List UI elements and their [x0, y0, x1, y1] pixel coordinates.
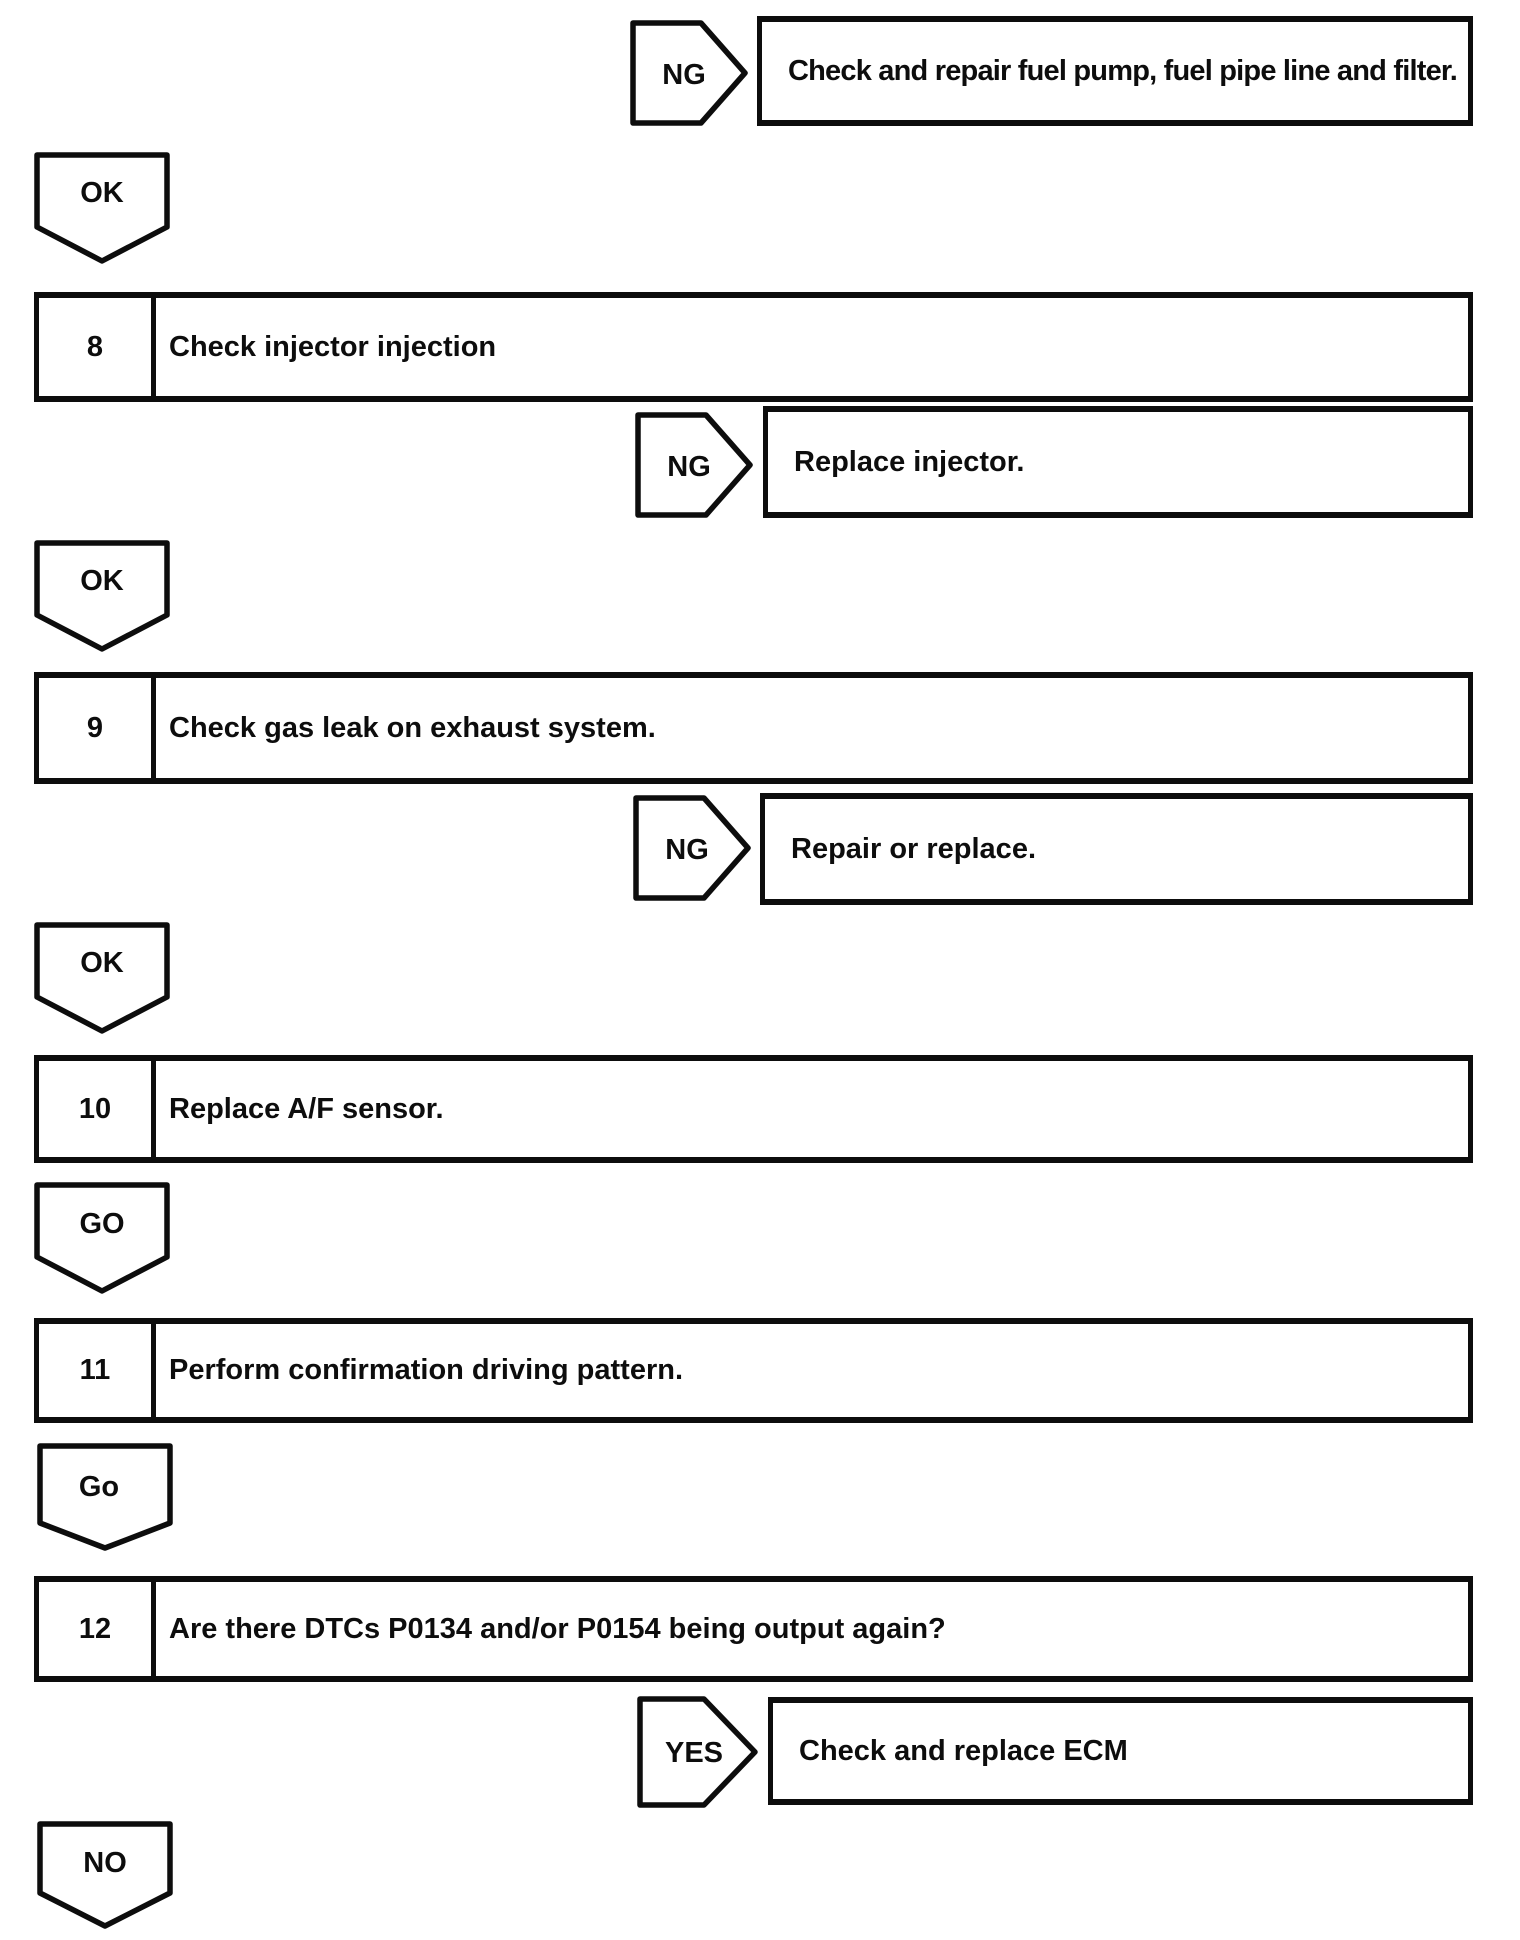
connector-label: OK	[80, 947, 124, 979]
connector-label: OK	[80, 565, 124, 597]
ng-arrow-connector: NG	[635, 412, 753, 518]
ok-down-shape	[34, 540, 170, 652]
action-text: Check and replace ECM	[799, 1734, 1128, 1767]
ok-down-connector: OK	[34, 540, 170, 652]
step-box: 9 Check gas leak on exhaust system.	[34, 672, 1473, 784]
ok-down-shape	[34, 152, 170, 264]
action-box: Replace injector.	[763, 406, 1473, 518]
connector-label: Go	[79, 1471, 119, 1503]
action-box: Repair or replace.	[760, 793, 1473, 905]
connector-label: NO	[83, 1847, 127, 1879]
connector-label: OK	[80, 177, 124, 209]
step-number: 9	[39, 678, 156, 778]
action-text: Replace injector.	[794, 445, 1025, 478]
connector-label: NG	[667, 451, 711, 483]
step-number: 10	[39, 1061, 156, 1157]
ng-arrow-shape	[630, 20, 748, 126]
action-box: Check and replace ECM	[768, 1697, 1473, 1805]
step-title: Perform confirmation driving pattern.	[169, 1354, 683, 1387]
ok-down-shape	[34, 922, 170, 1034]
step-box: 10 Replace A/F sensor.	[34, 1055, 1473, 1163]
step-box: 12 Are there DTCs P0134 and/or P0154 bei…	[34, 1576, 1473, 1682]
action-text: Check and repair fuel pump, fuel pipe li…	[788, 54, 1458, 87]
go-down-connector: GO	[34, 1182, 170, 1294]
no-down-shape	[37, 1821, 173, 1929]
ng-arrow-shape	[633, 795, 751, 901]
go-down-shape	[34, 1182, 170, 1294]
step-box: 11 Perform confirmation driving pattern.	[34, 1318, 1473, 1423]
yes-arrow-shape	[637, 1696, 758, 1808]
connector-label: GO	[79, 1208, 124, 1240]
step-title: Check gas leak on exhaust system.	[169, 711, 656, 744]
go-down-shape	[37, 1443, 173, 1551]
yes-arrow-connector: YES	[637, 1696, 758, 1808]
step-number: 11	[39, 1324, 156, 1417]
step-title: Are there DTCs P0134 and/or P0154 being …	[169, 1612, 946, 1645]
connector-label: YES	[665, 1737, 723, 1769]
step-box: 8 Check injector injection	[34, 292, 1473, 402]
connector-label: NG	[665, 834, 709, 866]
action-box: Check and repair fuel pump, fuel pipe li…	[757, 16, 1473, 126]
ok-down-connector: OK	[34, 922, 170, 1034]
ok-down-connector: OK	[34, 152, 170, 264]
ng-arrow-connector: NG	[630, 20, 748, 126]
ng-arrow-shape	[635, 412, 753, 518]
no-down-connector: NO	[37, 1821, 173, 1929]
step-title: Replace A/F sensor.	[169, 1092, 444, 1125]
connector-label: NG	[662, 59, 706, 91]
step-title: Check injector injection	[169, 330, 497, 363]
step-number: 12	[39, 1582, 156, 1676]
step-number: 8	[39, 298, 156, 396]
ng-arrow-connector: NG	[633, 795, 751, 901]
go-down-connector: Go	[37, 1443, 173, 1551]
action-text: Repair or replace.	[791, 832, 1036, 865]
